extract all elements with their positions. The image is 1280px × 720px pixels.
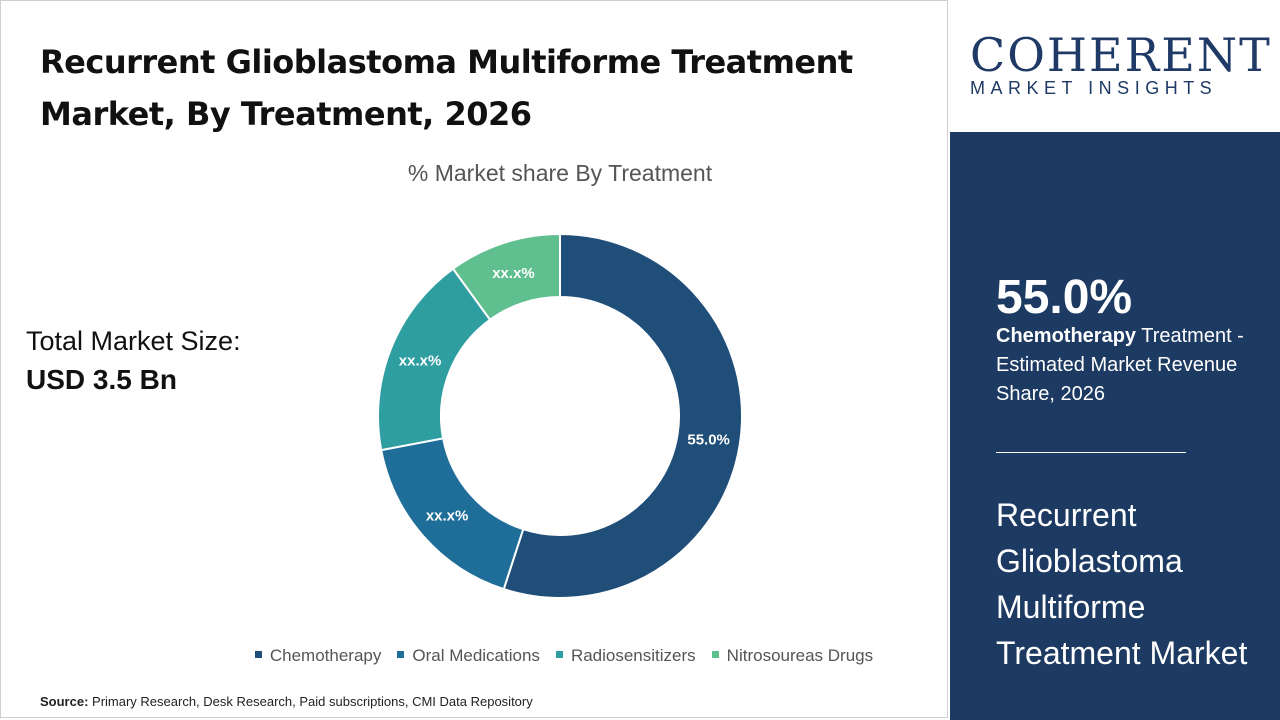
legend-swatch: [397, 651, 405, 659]
donut-label-oral-medications: xx.x%: [426, 508, 469, 525]
source-prefix: Source:: [40, 694, 89, 709]
legend-swatch: [711, 651, 719, 659]
donut-label-chemotherapy: 55.0%: [687, 432, 730, 449]
legend-label: Radiosensitizers: [570, 646, 696, 665]
legend-item-nitrosoureas-drugs: Nitrosoureas Drugs: [711, 646, 874, 666]
divider: [996, 452, 1186, 453]
total-market-label: Total Market Size:: [26, 326, 241, 356]
chart-frame: [0, 0, 948, 718]
chart-legend: Chemotherapy Oral Medications Radiosensiti…: [0, 646, 1128, 666]
legend-label: Chemotherapy: [269, 646, 382, 665]
highlight-description: Chemotherapy Treatment - Estimated Marke…: [996, 322, 1266, 409]
legend-swatch: [254, 651, 262, 659]
highlight-percent: 55.0%: [996, 271, 1133, 324]
highlight-text: Treatment - Estimated Market Revenue Sha…: [996, 325, 1244, 405]
donut-slice-nitrosoureas-drugs: [451, 232, 561, 322]
legend-label: Oral Medications: [412, 646, 540, 665]
legend-swatch: [555, 651, 563, 659]
brand-tagline: MARKET INSIGHTS: [970, 78, 1218, 98]
legend-item-oral-medications: Oral Medications: [397, 646, 540, 666]
brand-name: COHERENT: [970, 28, 1272, 82]
chart-subtitle: % Market share By Treatment: [407, 160, 713, 186]
page-title: Recurrent Glioblastoma Multiforme Treatm…: [40, 43, 853, 133]
donut-chart: 55.0% xx.x% xx.x% xx.x%: [377, 232, 743, 599]
total-market-value: USD 3.5 Bn: [26, 364, 177, 395]
logo: COHERENT MARKET INSIGHTS: [950, 0, 1280, 132]
highlight-segment: Chemotherapy: [996, 325, 1137, 347]
side-title: Recurrent Glioblastoma Multiforme Treatm…: [996, 497, 1248, 671]
legend-label: Nitrosoureas Drugs: [726, 646, 874, 665]
donut-slice-chemotherapy: [502, 232, 743, 599]
donut-label-nitrosoureas-drugs: xx.x%: [492, 265, 535, 282]
donut-label-radiosensitizers: xx.x%: [399, 353, 442, 370]
legend-item-radiosensitizers: Radiosensitizers: [555, 646, 696, 666]
side-panel: COHERENT MARKET INSIGHTS 55.0% Chemother…: [950, 0, 1280, 720]
legend-item-chemotherapy: Chemotherapy: [254, 646, 382, 666]
source-note: Source: Primary Research, Desk Research,…: [40, 694, 533, 709]
highlight-panel: 55.0% Chemotherapy Treatment - Estimated…: [950, 132, 1280, 720]
source-text: Primary Research, Desk Research, Paid su…: [92, 694, 533, 709]
